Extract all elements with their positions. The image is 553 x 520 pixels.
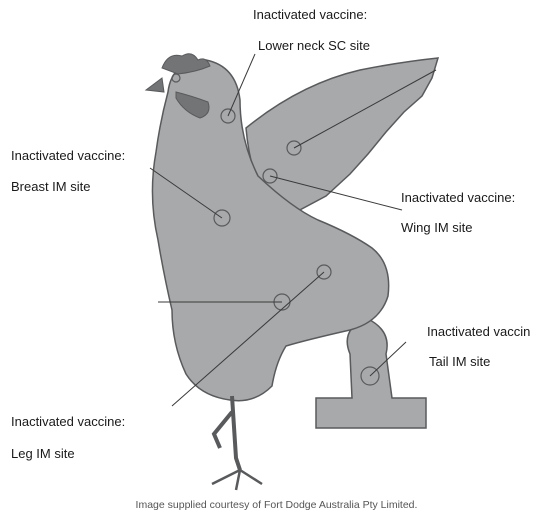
label-wing-line2: Wing IM site xyxy=(401,220,473,236)
label-breast-line1: Inactivated vaccine: xyxy=(11,148,125,164)
label-lower-neck-line1: Inactivated vaccine: xyxy=(253,7,367,23)
label-lower-neck-line2: Lower neck SC site xyxy=(258,38,370,54)
label-leg-line1: Inactivated vaccine: xyxy=(11,414,125,430)
chicken-leg xyxy=(214,396,240,470)
label-breast-line2: Breast IM site xyxy=(11,179,90,195)
label-tail-line1: Inactivated vaccin xyxy=(427,324,530,340)
image-credit: Image supplied courtesy of Fort Dodge Au… xyxy=(0,499,553,511)
chicken-beak xyxy=(146,78,164,92)
chicken-foot xyxy=(212,470,262,490)
label-wing-line1: Inactivated vaccine: xyxy=(401,190,515,206)
label-leg-line2: Leg IM site xyxy=(11,446,75,462)
label-tail-line2: Tail IM site xyxy=(429,354,490,370)
